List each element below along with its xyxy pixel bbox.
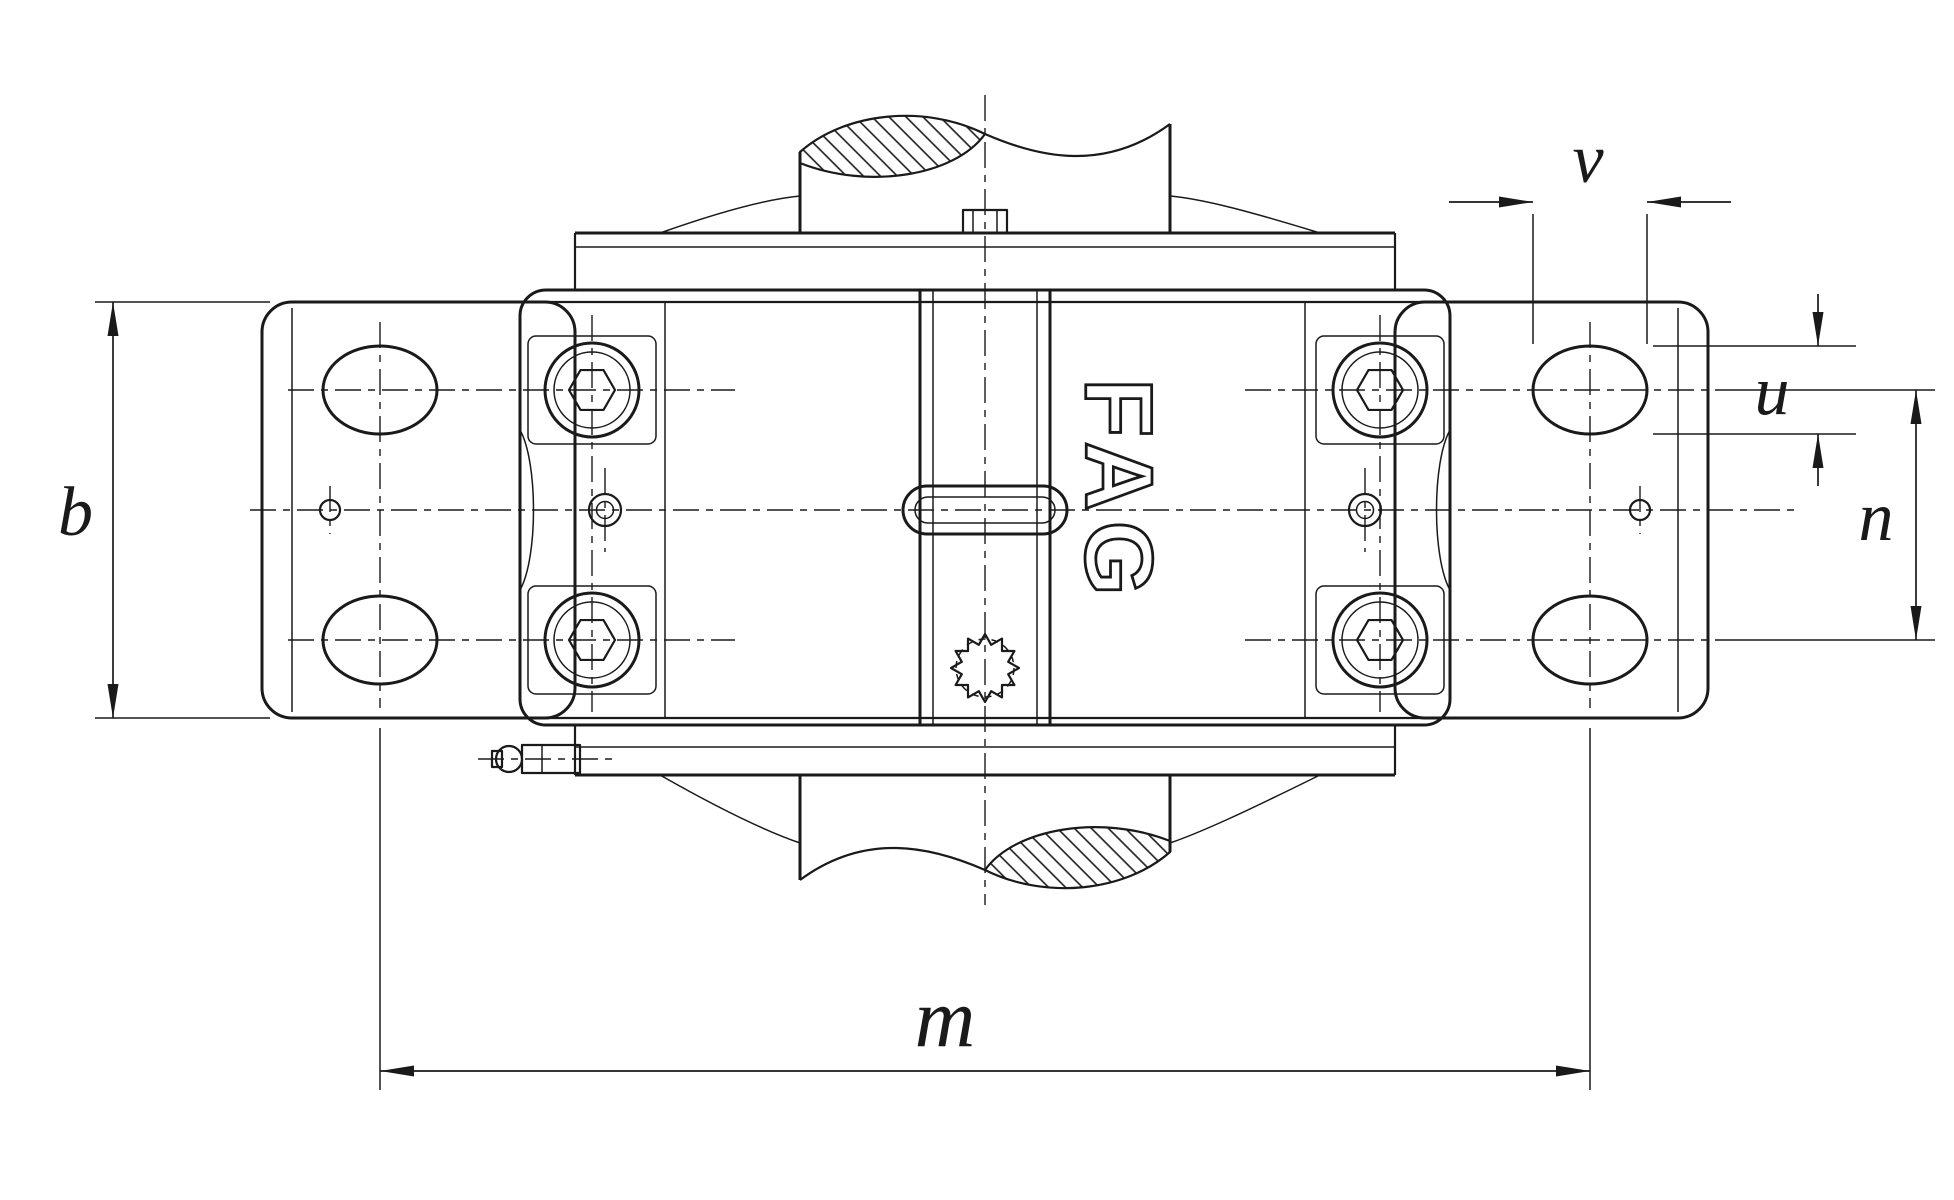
grease-fitting bbox=[490, 743, 582, 775]
housing-outline bbox=[518, 288, 1452, 727]
dimension-label-n: n bbox=[1859, 479, 1894, 556]
dimension-label-m: m bbox=[915, 972, 976, 1065]
dimension-m: m bbox=[379, 728, 1591, 1090]
dimension-v: v bbox=[1449, 121, 1731, 344]
centerlines bbox=[250, 95, 1800, 905]
mounting-slot bbox=[1531, 344, 1649, 436]
mounting-slot bbox=[321, 594, 439, 686]
grease-nipples bbox=[587, 492, 1383, 528]
shaft-section-hatch-bottom bbox=[983, 826, 1172, 890]
locating-slot bbox=[901, 484, 1069, 536]
shaft-section-hatch-top bbox=[798, 114, 987, 178]
dimension-n: n bbox=[1720, 389, 1935, 641]
dimension-label-b: b bbox=[58, 474, 93, 551]
dimension-label-v: v bbox=[1572, 121, 1604, 198]
dimension-label-u: u bbox=[1755, 353, 1790, 430]
cap-bolts bbox=[527, 335, 1445, 695]
spline-feature bbox=[949, 632, 1021, 704]
mounting-slot bbox=[1531, 594, 1649, 686]
mounting-slot bbox=[321, 344, 439, 436]
shaft-bottom bbox=[798, 775, 1172, 890]
flange-right bbox=[1393, 300, 1710, 720]
dimension-u: u bbox=[1653, 294, 1856, 486]
flange-left-plate bbox=[260, 300, 577, 720]
flange-right-plate bbox=[1393, 300, 1710, 720]
shaft-top bbox=[798, 114, 1172, 233]
locating-hole bbox=[318, 498, 342, 522]
housing-body bbox=[518, 195, 1452, 844]
dimension-b: b bbox=[58, 301, 270, 719]
center-strip bbox=[901, 290, 1069, 725]
locating-hole bbox=[1628, 498, 1652, 522]
flange-left bbox=[260, 300, 577, 720]
fag-logo: FAG bbox=[1065, 378, 1172, 605]
